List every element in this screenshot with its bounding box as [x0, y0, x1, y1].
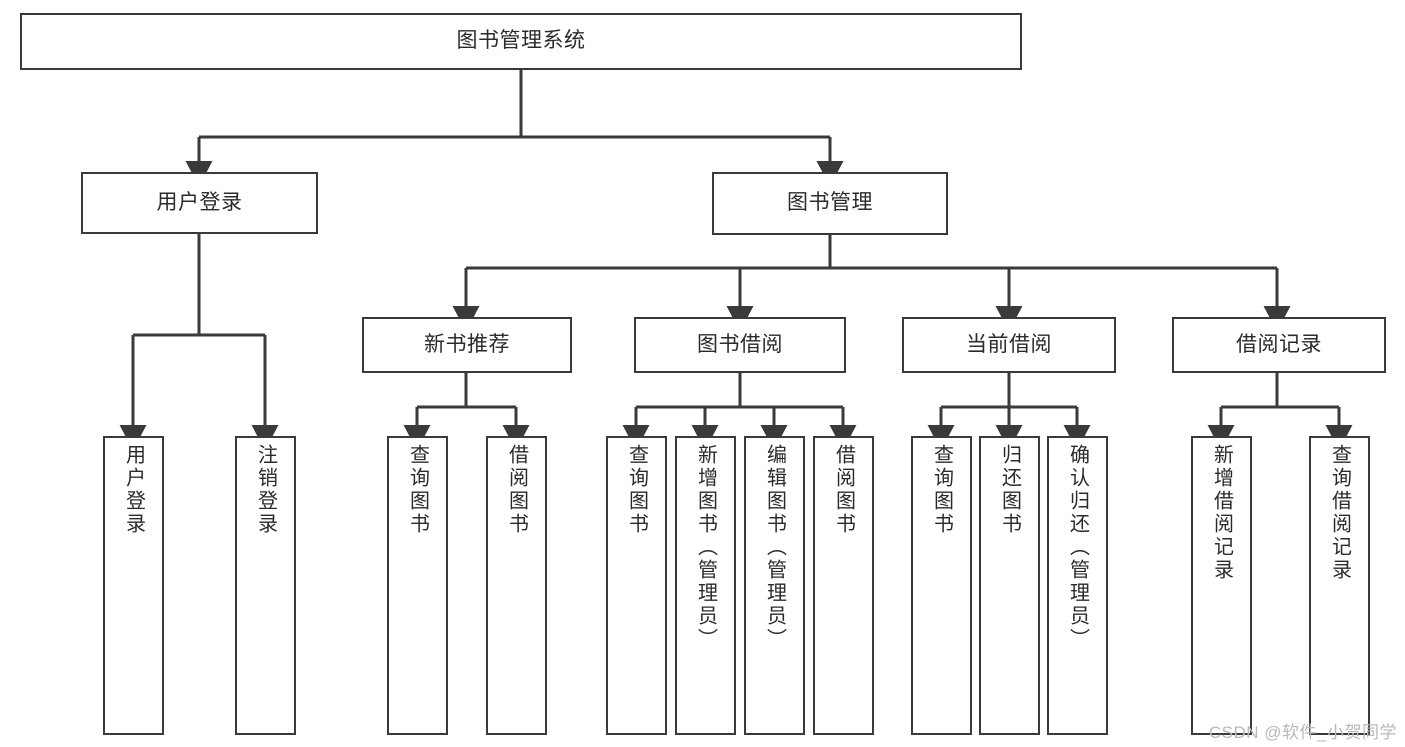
- node-leaf-borrow-book-2[interactable]: 借阅图书: [813, 436, 874, 735]
- node-root-label: 图书管理系统: [456, 29, 586, 53]
- node-current-borrow[interactable]: 当前借阅: [902, 317, 1116, 373]
- node-leaf-edit-book[interactable]: 编辑图书（管理员）: [744, 436, 805, 735]
- node-new-book-recommend-label: 新书推荐: [424, 332, 510, 356]
- watermark-text: CSDN @软件_小贺同学: [1208, 723, 1397, 742]
- node-leaf-user-login[interactable]: 用户登录: [103, 436, 164, 735]
- node-leaf-return-book-label: 归还图书: [998, 444, 1021, 536]
- node-leaf-query-record-label: 查询借阅记录: [1328, 444, 1351, 582]
- node-leaf-add-book[interactable]: 新增图书（管理员）: [675, 436, 736, 735]
- node-user-login[interactable]: 用户登录: [81, 172, 318, 234]
- node-leaf-add-record[interactable]: 新增借阅记录: [1191, 436, 1252, 735]
- node-book-manage[interactable]: 图书管理: [712, 172, 948, 235]
- node-current-borrow-label: 当前借阅: [966, 332, 1052, 356]
- node-borrow-record-label: 借阅记录: [1236, 332, 1322, 356]
- node-leaf-query-book-1[interactable]: 查询图书: [387, 436, 448, 735]
- node-leaf-query-book-3[interactable]: 查询图书: [911, 436, 972, 735]
- node-leaf-borrow-book-2-label: 借阅图书: [832, 444, 855, 536]
- node-leaf-return-book[interactable]: 归还图书: [979, 436, 1040, 735]
- node-leaf-add-record-label: 新增借阅记录: [1210, 444, 1233, 582]
- node-leaf-add-book-label: 新增图书（管理员）: [694, 444, 717, 651]
- node-leaf-query-book-2[interactable]: 查询图书: [606, 436, 667, 735]
- node-book-borrow-label: 图书借阅: [697, 332, 783, 356]
- node-leaf-query-book-1-label: 查询图书: [406, 444, 429, 536]
- node-leaf-query-book-2-label: 查询图书: [625, 444, 648, 536]
- node-leaf-query-book-3-label: 查询图书: [930, 444, 953, 536]
- node-new-book-recommend[interactable]: 新书推荐: [362, 317, 572, 373]
- node-leaf-edit-book-label: 编辑图书（管理员）: [763, 444, 786, 651]
- node-root[interactable]: 图书管理系统: [20, 13, 1022, 70]
- node-leaf-user-logout-label: 注销登录: [254, 444, 277, 536]
- node-user-login-label: 用户登录: [156, 190, 243, 214]
- node-leaf-query-record[interactable]: 查询借阅记录: [1309, 436, 1370, 735]
- node-leaf-user-logout[interactable]: 注销登录: [235, 436, 296, 735]
- node-leaf-confirm-return[interactable]: 确认归还（管理员）: [1047, 436, 1108, 735]
- node-leaf-user-login-label: 用户登录: [122, 444, 145, 536]
- node-leaf-borrow-book-1-label: 借阅图书: [505, 444, 528, 536]
- node-borrow-record[interactable]: 借阅记录: [1172, 317, 1386, 373]
- node-leaf-confirm-return-label: 确认归还（管理员）: [1066, 444, 1089, 651]
- node-book-borrow[interactable]: 图书借阅: [634, 317, 846, 373]
- node-book-manage-label: 图书管理: [787, 191, 873, 215]
- node-leaf-borrow-book-1[interactable]: 借阅图书: [486, 436, 547, 735]
